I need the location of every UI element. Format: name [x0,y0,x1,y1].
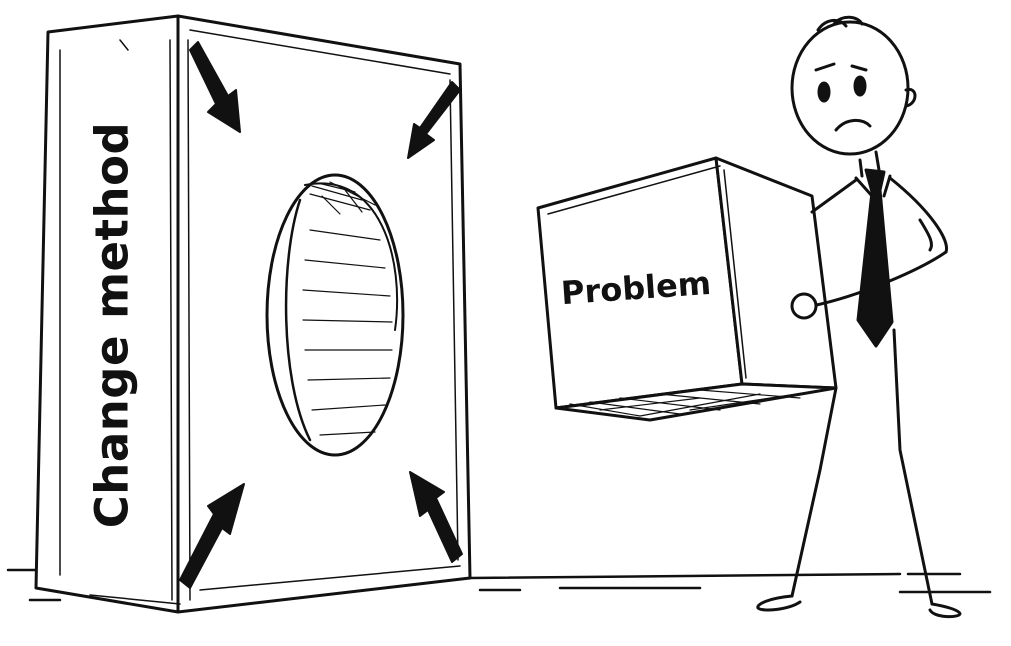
board-panel-icon [34,14,472,614]
problem-cube-icon [536,156,838,422]
stick-figure-businessman-icon [756,15,962,619]
ground-line [6,568,992,602]
inward-arrows-icon [179,41,463,589]
change-method-label: Change method [85,121,139,529]
